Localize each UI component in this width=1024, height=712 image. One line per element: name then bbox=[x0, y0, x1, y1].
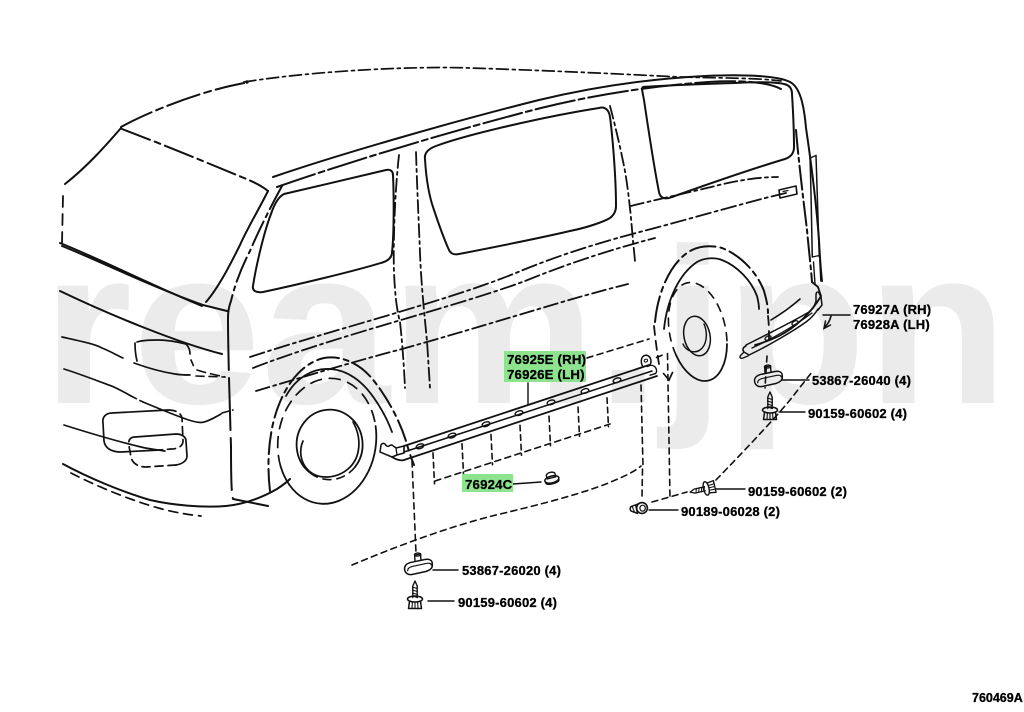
svg-text:76927A (RH): 76927A (RH) bbox=[853, 302, 931, 317]
svg-text:76928A (LH): 76928A (LH) bbox=[853, 317, 930, 332]
svg-text:760469A: 760469A bbox=[972, 691, 1023, 705]
svg-text:76925E (RH): 76925E (RH) bbox=[507, 352, 586, 367]
svg-text:90159-60602 (2): 90159-60602 (2) bbox=[748, 484, 847, 499]
svg-text:ream.jpn: ream.jpn bbox=[42, 203, 1008, 451]
svg-text:53867-26020 (4): 53867-26020 (4) bbox=[462, 563, 561, 578]
svg-text:90159-60602 (4): 90159-60602 (4) bbox=[808, 406, 907, 421]
svg-text:76924C: 76924C bbox=[465, 477, 513, 492]
svg-text:76926E (LH): 76926E (LH) bbox=[507, 367, 585, 382]
svg-text:90189-06028 (2): 90189-06028 (2) bbox=[681, 504, 780, 519]
svg-text:90159-60602 (4): 90159-60602 (4) bbox=[458, 595, 557, 610]
svg-text:53867-26040 (4): 53867-26040 (4) bbox=[812, 373, 911, 388]
